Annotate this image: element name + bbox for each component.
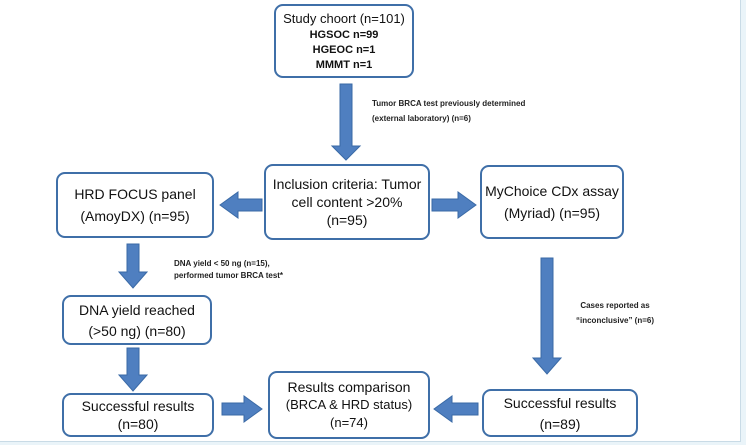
dna-yield-line: (>50 ng) (n=80) xyxy=(88,322,186,339)
hrd-focus-line: (AmoyDX) (n=95) xyxy=(80,208,190,224)
study-cohort-line: HGSOC n=99 xyxy=(309,28,379,41)
note-dna-low: DNA yield < 50 ng (n=15), performed tumo… xyxy=(174,258,283,282)
note-line: DNA yield < 50 ng (n=15), xyxy=(174,259,270,268)
study-cohort-box: Study choort (n=101) HGSOC n=99 HGEOC n=… xyxy=(274,4,414,78)
note-line: Cases reported as xyxy=(580,301,650,310)
dna-yield-box: DNA yield reached (>50 ng) (n=80) xyxy=(62,295,212,345)
arrow-inclusion-to-mychoice xyxy=(431,191,477,219)
success-left-line: (n=80) xyxy=(117,416,159,432)
hrd-focus-line: HRD FOCUS panel xyxy=(74,186,196,202)
study-cohort-line: HGEOC n=1 xyxy=(312,43,376,56)
hrd-focus-box: HRD FOCUS panel (AmoyDX) (n=95) xyxy=(56,172,214,238)
arrow-hrd-to-dna xyxy=(117,243,149,289)
arrow-dna-to-success xyxy=(117,347,149,392)
arrow-mychoice-to-success xyxy=(531,257,563,375)
comparison-line: Results comparison xyxy=(287,379,411,395)
dna-yield-line: DNA yield reached xyxy=(79,301,195,318)
study-cohort-line: MMMT n=1 xyxy=(315,58,373,71)
success-right-line: (n=89) xyxy=(539,415,581,432)
inclusion-line: cell content >20% xyxy=(291,194,403,210)
note-line: “inconclusive” (n=6) xyxy=(576,316,655,325)
inclusion-line: (n=95) xyxy=(326,212,368,228)
results-comparison-box: Results comparison (BRCA & HRD status) (… xyxy=(268,371,430,439)
comparison-line: (n=74) xyxy=(330,415,368,430)
success-right-line: Successful results xyxy=(503,394,617,411)
arrow-study-to-inclusion xyxy=(330,83,362,161)
note-inconclusive: Cases reported as “inconclusive” (n=6) xyxy=(576,300,654,327)
mychoice-line: MyChoice CDx assay xyxy=(485,183,619,199)
successful-results-left-box: Successful results (n=80) xyxy=(62,393,214,437)
success-left-line: Successful results xyxy=(81,398,195,414)
note-line: performed tumor BRCA test* xyxy=(174,271,284,280)
successful-results-right-box: Successful results (n=89) xyxy=(482,389,638,437)
inclusion-line: Inclusion criteria: Tumor xyxy=(272,176,422,192)
inclusion-criteria-box: Inclusion criteria: Tumor cell content >… xyxy=(264,164,430,240)
mychoice-box: MyChoice CDx assay (Myriad) (n=95) xyxy=(480,165,624,239)
note-brca-external: Tumor BRCA test previously determined (e… xyxy=(372,98,525,125)
arrow-inclusion-to-hrd xyxy=(219,191,263,219)
mychoice-line: (Myriad) (n=95) xyxy=(503,205,601,221)
note-line: (external laboratory) (n=6) xyxy=(372,114,471,123)
comparison-line: (BRCA & HRD status) xyxy=(285,397,413,412)
note-line: Tumor BRCA test previously determined xyxy=(372,99,526,108)
arrow-success-right-to-comparison xyxy=(433,395,479,423)
arrow-success-to-comparison xyxy=(221,395,263,423)
study-cohort-title: Study choort (n=101) xyxy=(283,10,405,26)
